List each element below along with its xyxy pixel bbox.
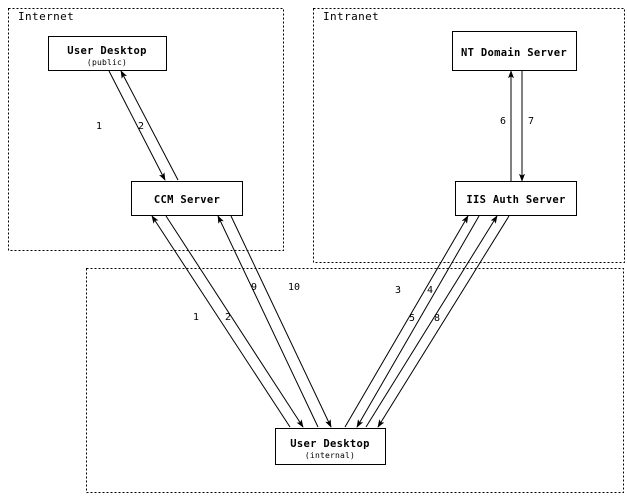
zone-internet-label: Internet: [18, 10, 74, 23]
flow-edge-1: 1: [96, 70, 166, 181]
flow-edge-1-internal: 1: [151, 215, 291, 428]
flow-label-10: 10: [288, 282, 300, 293]
node-user-desktop-internal-box[interactable]: [275, 428, 386, 465]
zone-intranet-border: [313, 8, 625, 263]
flow-line-2: [120, 70, 179, 181]
flow-label-2: 2: [138, 121, 144, 132]
zone-internal-lan: [86, 268, 624, 493]
zone-internet-border: [8, 8, 284, 251]
flow-label-5: 5: [409, 313, 415, 324]
node-iis-auth-server-title: IIS Auth Server: [466, 194, 565, 206]
flow-line-3: [344, 215, 469, 428]
node-user-desktop-public-title: User Desktop: [67, 45, 146, 57]
flow-label-9: 9: [251, 282, 257, 293]
flow-edge-3: 3: [344, 215, 469, 428]
flow-edge-8: 8: [377, 215, 510, 428]
flow-edge-10: 10: [230, 215, 332, 428]
node-user-desktop-public-box[interactable]: [48, 36, 167, 71]
flow-edge-4: 4: [356, 215, 480, 428]
flow-line-10: [230, 215, 332, 428]
flow-line-1: [108, 70, 166, 181]
node-iis-auth-server-box[interactable]: [455, 181, 577, 216]
flow-line-4: [356, 215, 480, 428]
node-nt-domain-server[interactable]: NT Domain Server: [452, 31, 577, 71]
flow-label-3: 3: [395, 285, 401, 296]
node-ccm-server[interactable]: CCM Server: [131, 181, 243, 216]
node-user-desktop-internal-title: User Desktop: [290, 438, 369, 450]
node-user-desktop-internal-subtitle: (internal): [305, 451, 355, 460]
flow-label-1: 1: [96, 121, 102, 132]
flow-edge-2-internal: 2: [165, 215, 304, 428]
node-user-desktop-public[interactable]: User Desktop (public): [48, 36, 167, 71]
node-ccm-server-title: CCM Server: [154, 194, 220, 206]
node-user-desktop-internal[interactable]: User Desktop (internal): [275, 428, 386, 465]
flow-edge-5: 5: [365, 215, 498, 428]
flow-label-8: 8: [434, 313, 440, 324]
zone-intranet-label: Intranet: [323, 10, 379, 23]
node-user-desktop-public-subtitle: (public): [87, 58, 127, 67]
zone-internal-lan-border: [86, 268, 624, 493]
flow-label-2-internal: 2: [225, 312, 231, 323]
flow-line-5: [365, 215, 498, 428]
flow-edge-6: 6: [500, 70, 514, 181]
flow-edge-7: 7: [519, 71, 534, 182]
flow-edge-2: 2: [120, 70, 179, 181]
flow-line-8: [377, 215, 510, 428]
flow-line-9: [217, 215, 319, 428]
flow-label-7: 7: [528, 116, 534, 127]
flow-line-2-internal: [165, 215, 304, 428]
node-nt-domain-server-title: NT Domain Server: [461, 47, 567, 59]
flow-label-4: 4: [427, 285, 433, 296]
node-ccm-server-box[interactable]: [131, 181, 243, 216]
flow-line-1-internal: [151, 215, 291, 428]
zone-intranet: Intranet: [313, 8, 625, 263]
node-nt-domain-server-box[interactable]: [452, 31, 577, 71]
zone-internet: Internet: [8, 8, 284, 251]
flow-label-1-internal: 1: [193, 312, 199, 323]
node-iis-auth-server[interactable]: IIS Auth Server: [455, 181, 577, 216]
flow-edge-9: 9: [217, 215, 319, 428]
flow-label-6: 6: [500, 116, 506, 127]
